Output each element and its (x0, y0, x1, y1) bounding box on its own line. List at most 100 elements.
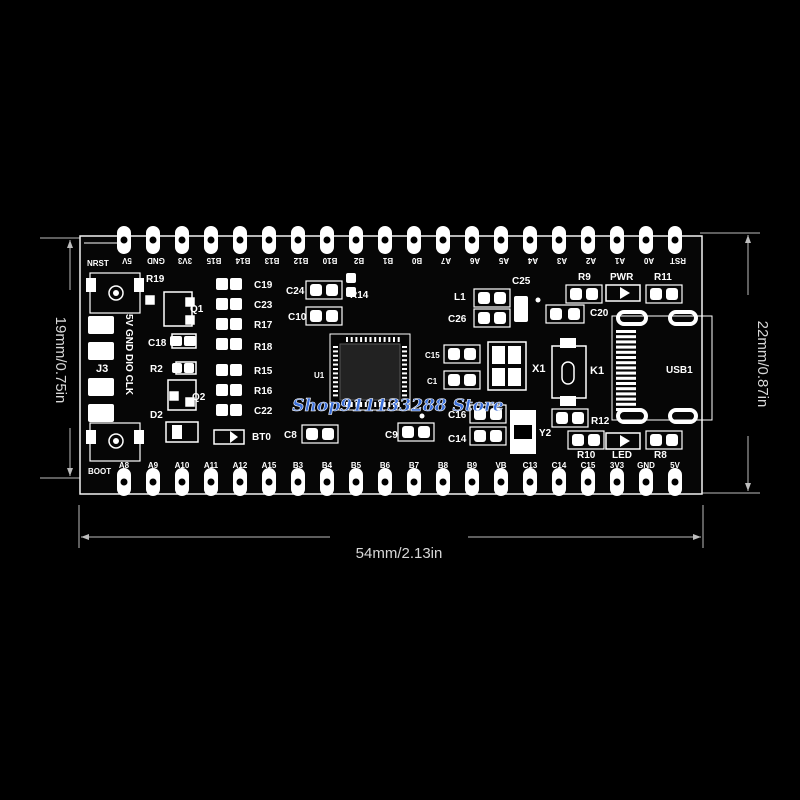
nrst-button (86, 272, 144, 314)
top-pin-pad-hole (468, 236, 476, 244)
top-pin-pad-hole (381, 236, 389, 244)
top-pin-label: GND (147, 256, 165, 265)
led-label: LED (612, 450, 632, 461)
c10-label: C10 (288, 312, 307, 323)
bottom-pin-pad-hole (236, 478, 244, 486)
store-watermark: Shop911133288 Store (292, 396, 504, 416)
r15-label: R15 (254, 366, 273, 377)
cap-resistor-column (170, 278, 242, 416)
bottom-pin-label: C14 (552, 461, 567, 470)
y2-label: Y2 (539, 428, 552, 439)
top-pin-label: A1 (614, 256, 625, 265)
nrst-label: NRST (87, 259, 109, 268)
top-pin-pad-hole (555, 236, 563, 244)
status-led (605, 432, 641, 450)
top-pin-label: B10 (322, 256, 337, 265)
bottom-pin-pad-hole (352, 478, 360, 486)
usb-pin (616, 340, 636, 344)
bottom-pin-label: B4 (322, 461, 333, 470)
r14-label: R14 (350, 290, 369, 301)
usb-pin (616, 397, 636, 401)
bottom-pin-pad-hole (555, 478, 563, 486)
mcu-pin (388, 402, 391, 407)
usb-pin (616, 382, 636, 385)
mcu-pin (374, 402, 377, 407)
usb-pin (616, 376, 636, 380)
r18-label: R18 (254, 342, 273, 353)
c20-label: C20 (590, 308, 609, 319)
bottom-pin-pad-hole (381, 478, 389, 486)
mcu-pin (333, 372, 338, 375)
top-pin-pad-hole (265, 236, 273, 244)
x1-crystal (487, 341, 527, 391)
mcu-pin (333, 385, 338, 388)
usb-pin (616, 345, 636, 349)
mcu-pin (350, 402, 353, 407)
mcu-pin (402, 359, 407, 362)
top-pin-pad-hole (207, 236, 215, 244)
top-pin-pad-hole (149, 236, 157, 244)
mcu-pin (333, 354, 338, 357)
bottom-pin-label: B7 (409, 461, 420, 470)
bt0-jumper (213, 429, 245, 445)
q1-label: Q1 (190, 304, 204, 315)
u1-label: U1 (314, 371, 325, 380)
usb-pin (616, 366, 636, 370)
mcu-pin (402, 394, 407, 397)
c8-label: C8 (284, 430, 297, 441)
usb-pin (616, 330, 636, 333)
bottom-pin-label: A12 (233, 461, 248, 470)
mcu-pin (383, 337, 386, 342)
bottom-pin-pad-hole (294, 478, 302, 486)
x1-label: X1 (532, 363, 545, 375)
c24-label: C24 (286, 286, 305, 297)
r12-label: R12 (591, 416, 610, 427)
c16-label: C16 (448, 410, 467, 421)
usb-pin (616, 392, 636, 396)
top-pin-pad-hole (497, 236, 505, 244)
bottom-pin-label: A15 (262, 461, 277, 470)
bottom-pin-label: 5V (670, 461, 680, 470)
mcu-pin (402, 376, 407, 379)
top-pin-label: B1 (382, 256, 393, 265)
bottom-pin-pad-hole (178, 478, 186, 486)
bottom-pin-pad-hole (265, 478, 273, 486)
usb-connector (611, 310, 713, 424)
top-pin-pad-hole (526, 236, 534, 244)
top-pin-label: A3 (556, 256, 567, 265)
mcu-pin (402, 354, 407, 357)
bottom-pin-pad-hole (613, 478, 621, 486)
bottom-pin-label: A8 (119, 461, 130, 470)
mcu-pin (360, 402, 363, 407)
width-dimension-label: 54mm/2.13in (356, 545, 443, 562)
bottom-pin-pad-hole (439, 478, 447, 486)
bottom-pin-pad-hole (497, 478, 505, 486)
top-pin-pad-hole (613, 236, 621, 244)
mcu-chip (329, 333, 411, 411)
mcu-pin (402, 372, 407, 375)
c19-label: C19 (254, 280, 273, 291)
l1-label: L1 (454, 292, 466, 303)
c18-label: C18 (148, 338, 167, 349)
top-pin-label: B13 (264, 256, 279, 265)
right-outlines (545, 284, 683, 450)
top-pin-pad-hole (584, 236, 592, 244)
usb-pin (616, 371, 636, 375)
right-height-dimension-label: 22mm/0.87in (754, 321, 771, 408)
boot-label: BOOT (88, 467, 111, 476)
mcu-pin (333, 363, 338, 366)
mcu-pin (402, 350, 407, 353)
j3-header-pads (88, 316, 114, 422)
mcu-pin (369, 402, 372, 407)
bottom-pin-pad-hole (671, 478, 679, 486)
usb-pin (616, 350, 636, 354)
mcu-pin (402, 381, 407, 384)
top-pin-label: A6 (469, 256, 480, 265)
pwr-label: PWR (610, 272, 634, 283)
mcu-pin (402, 363, 407, 366)
mcu-pin (378, 337, 381, 342)
k1-label: K1 (590, 365, 604, 377)
bottom-pin-label: A11 (204, 461, 219, 470)
